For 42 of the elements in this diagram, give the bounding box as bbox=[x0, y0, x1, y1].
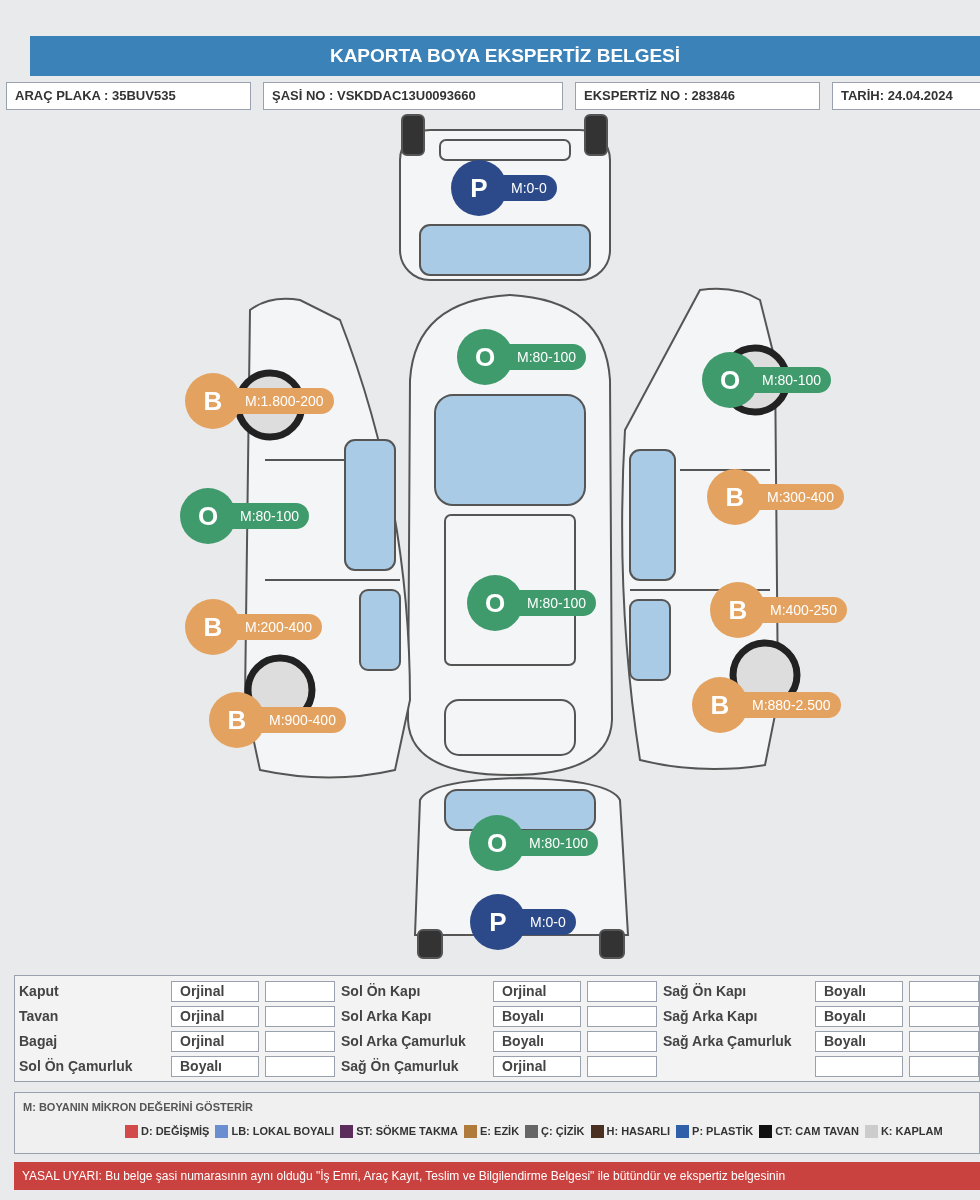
part-name: Kaput bbox=[19, 981, 59, 1001]
status-badge: B bbox=[185, 599, 241, 655]
part-name: Tavan bbox=[19, 1006, 59, 1026]
part-name: Sağ Arka Kapı bbox=[663, 1006, 758, 1026]
part-name: Sol Arka Kapı bbox=[341, 1006, 432, 1026]
legend-label: P: PLASTİK bbox=[692, 1124, 754, 1139]
status-field: Orjinal bbox=[493, 980, 581, 1002]
status-field: Boyalı bbox=[815, 1030, 903, 1052]
note-text: M: BOYANIN MİKRON DEĞERİNİ GÖSTERİR bbox=[23, 1100, 253, 1115]
part-name: Sol Ön Çamurluk bbox=[19, 1056, 133, 1076]
header-field: ŞASİ NO : VSKDDAC13U0093660 bbox=[263, 82, 563, 110]
status-field: Boyalı bbox=[493, 1030, 581, 1052]
legend-label: ST: SÖKME TAKMA bbox=[356, 1124, 458, 1139]
part-name: Sağ Ön Kapı bbox=[663, 981, 747, 1001]
legend-label: LB: LOKAL BOYALI bbox=[231, 1124, 335, 1139]
legend-label: D: DEĞİŞMİŞ bbox=[141, 1124, 210, 1139]
part-name: Sağ Arka Çamurluk bbox=[663, 1031, 792, 1051]
status-field: Boyalı bbox=[815, 1005, 903, 1027]
part-name: Sol Arka Çamurluk bbox=[341, 1031, 466, 1051]
status-field: Orjinal bbox=[171, 1030, 259, 1052]
document-title: KAPORTA BOYA EKSPERTİZ BELGESİ bbox=[329, 43, 681, 68]
header-field: TARİH: 24.04.2024 bbox=[832, 82, 980, 110]
status-field: Orjinal bbox=[171, 980, 259, 1002]
legend-label: H: HASARLI bbox=[606, 1124, 671, 1139]
header-field: ARAÇ PLAKA : 35BUV535 bbox=[6, 82, 251, 110]
part-name: Bagaj bbox=[19, 1031, 58, 1051]
status-field: Orjinal bbox=[493, 1055, 581, 1077]
status-field: Boyalı bbox=[493, 1005, 581, 1027]
legend-label: K: KAPLAM bbox=[880, 1124, 943, 1139]
legend-label: Ç: ÇİZİK bbox=[541, 1124, 585, 1139]
part-name: Sağ Ön Çamurluk bbox=[341, 1056, 459, 1076]
status-badge: O bbox=[180, 488, 236, 544]
status-field: Boyalı bbox=[815, 980, 903, 1002]
status-badge: B bbox=[185, 373, 241, 429]
status-field: Boyalı bbox=[171, 1055, 259, 1077]
status-badge: B bbox=[209, 692, 265, 748]
legend-label: CT: CAM TAVAN bbox=[775, 1124, 859, 1139]
legend-label: E: EZİK bbox=[480, 1124, 520, 1139]
warning-banner: YASAL UYARI: Bu belge şasi numarasının aynı olduğu "İş Emri, Araç Kayıt, Teslim ve Bilgilendirme Belgesi" ile bütündür ve ekspertiz belgesinin bbox=[14, 1162, 980, 1190]
part-name: Sol Ön Kapı bbox=[341, 981, 421, 1001]
header-field: EKSPERTİZ NO : 283846 bbox=[575, 82, 820, 110]
status-field: Orjinal bbox=[171, 1005, 259, 1027]
